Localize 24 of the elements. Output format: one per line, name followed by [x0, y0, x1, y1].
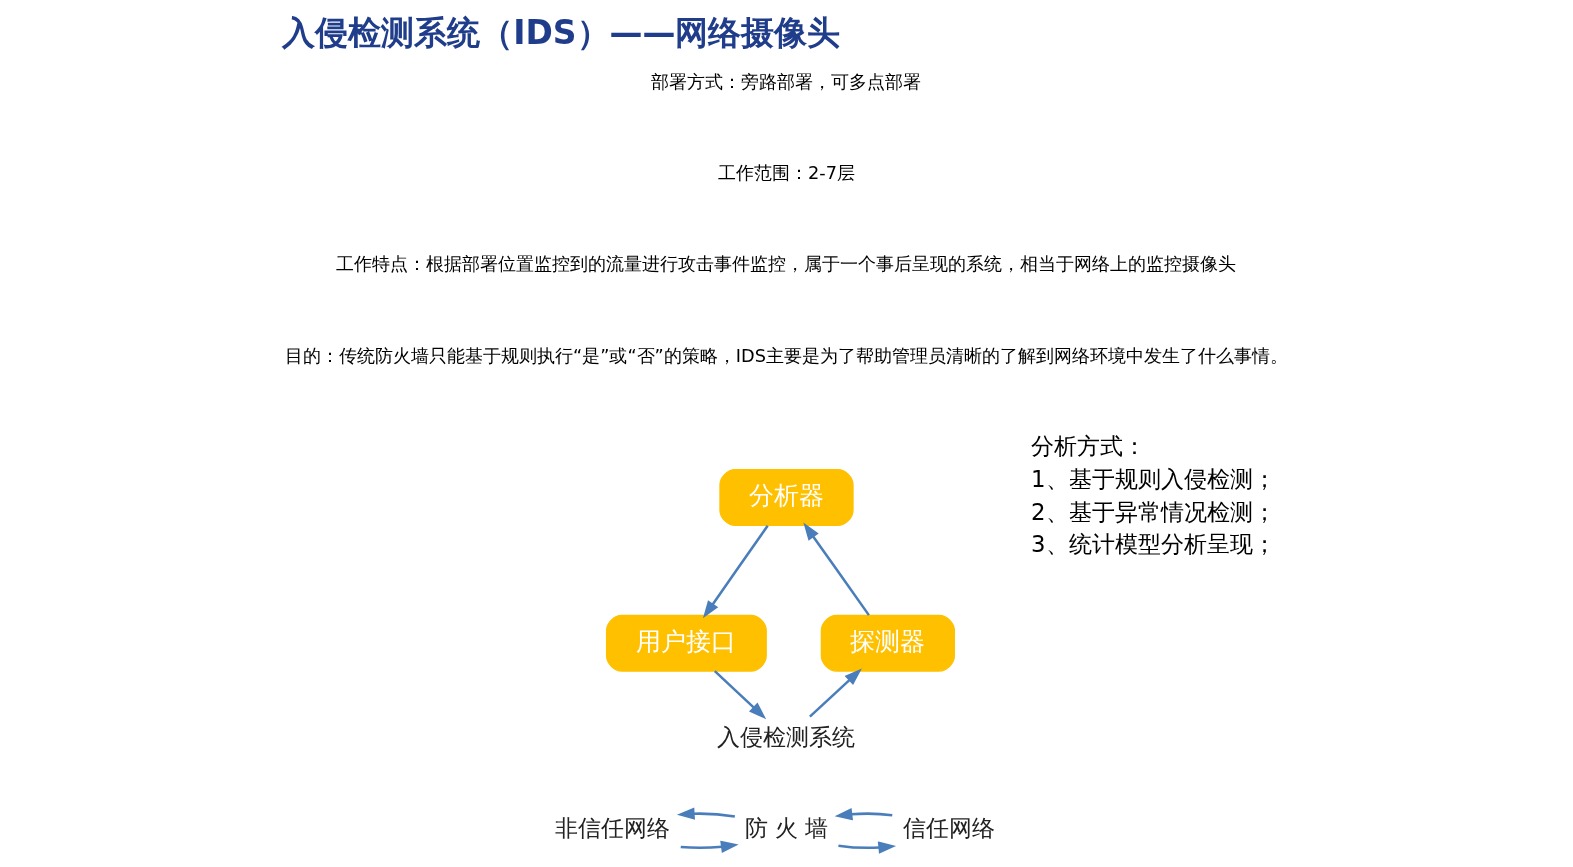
- node-text: 非信任网络: [555, 815, 671, 842]
- label: 3、统计模型分析呈现；: [1031, 531, 1276, 558]
- label: 工作范围：2-7层: [718, 163, 855, 184]
- label: 1、基于规则入侵检测；: [1031, 465, 1276, 492]
- node-text: 信任网络: [902, 815, 995, 842]
- node-box: 分析器: [719, 468, 854, 526]
- arrow: [838, 841, 897, 854]
- arrow: [702, 524, 769, 619]
- node-text: 防 火 墙: [744, 815, 829, 842]
- label: 工作特点：根据部署位置监控到的流量进行攻击事件监控，属于一个事后呈现的系统，相当于网络上的监控摄像头: [336, 254, 1237, 275]
- node-box: 探测器: [820, 614, 956, 672]
- label: 分析方式：: [1031, 432, 1147, 459]
- node-box: 用户接口: [605, 614, 767, 672]
- arrow: [676, 807, 736, 820]
- diagram-title: 入侵检测系统（IDS）——网络摄像头: [282, 12, 841, 52]
- label: 2、基于异常情况检测；: [1031, 498, 1276, 525]
- arrow: [809, 668, 862, 718]
- label: 目的：传统防火墙只能基于规则执行“是”或“否”的策略，IDS主要是为了帮助管理员清晰的了解到网络环境中发生了什么事情。: [285, 345, 1288, 366]
- node-text: 入侵检测系统: [717, 724, 856, 751]
- arrow: [803, 522, 870, 616]
- arrow: [713, 670, 767, 720]
- arrow: [680, 840, 739, 853]
- label: 部署方式：旁路部署，可多点部署: [651, 71, 922, 92]
- arrow: [834, 808, 893, 821]
